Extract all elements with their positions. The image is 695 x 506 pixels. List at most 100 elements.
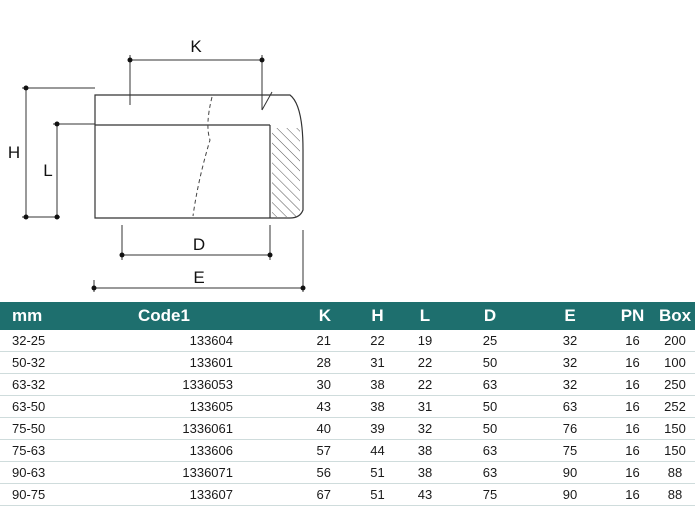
cell-d: 25 (450, 330, 530, 352)
cell-e: 90 (530, 483, 610, 506)
cell-box: 88 (655, 461, 695, 484)
cell-box: 252 (655, 395, 695, 418)
header-pn: PN (610, 302, 655, 330)
header-e: E (530, 302, 610, 330)
header-d: D (450, 302, 530, 330)
cell-mm: 90-75 (0, 483, 95, 506)
cell-box: 150 (655, 439, 695, 462)
cell-e: 63 (530, 395, 610, 418)
part-outline (94, 91, 304, 219)
cell-code: 1336053 (95, 373, 245, 396)
cell-k: 67 (245, 483, 355, 506)
cell-h: 38 (355, 373, 400, 396)
cell-mm: 32-25 (0, 330, 95, 352)
cell-h: 22 (355, 330, 400, 352)
cell-k: 56 (245, 461, 355, 484)
hatched-section (272, 128, 300, 217)
cell-d: 63 (450, 373, 530, 396)
dimension-d-label: D (193, 235, 205, 254)
header-code: Code1 (95, 302, 245, 330)
cell-mm: 90-63 (0, 461, 95, 484)
cell-pn: 16 (610, 330, 655, 352)
cell-h: 31 (355, 351, 400, 374)
cell-d: 50 (450, 351, 530, 374)
cell-code: 133605 (95, 395, 245, 418)
break-line (192, 96, 213, 217)
cell-pn: 16 (610, 483, 655, 506)
cell-mm: 75-50 (0, 417, 95, 440)
cell-mm: 63-50 (0, 395, 95, 418)
cell-e: 32 (530, 351, 610, 374)
header-k: K (245, 302, 355, 330)
cell-h: 44 (355, 439, 400, 462)
dimension-l-label: L (43, 161, 52, 180)
dimension-h (22, 85, 95, 220)
cell-pn: 16 (610, 373, 655, 396)
cell-mm: 75-63 (0, 439, 95, 462)
header-box: Box (655, 302, 695, 330)
cell-k: 43 (245, 395, 355, 418)
cell-box: 100 (655, 351, 695, 374)
header-h: H (355, 302, 400, 330)
cell-mm: 50-32 (0, 351, 95, 374)
cell-box: 200 (655, 330, 695, 352)
cell-l: 43 (400, 483, 450, 506)
cell-h: 39 (355, 417, 400, 440)
cell-l: 32 (400, 417, 450, 440)
cell-code: 1336071 (95, 461, 245, 484)
cell-pn: 16 (610, 417, 655, 440)
cell-pn: 16 (610, 395, 655, 418)
cell-d: 63 (450, 461, 530, 484)
cell-e: 75 (530, 439, 610, 462)
cell-code: 133606 (95, 439, 245, 462)
cell-code: 133607 (95, 483, 245, 506)
cell-mm: 63-32 (0, 373, 95, 396)
cell-k: 21 (245, 330, 355, 352)
cell-d: 50 (450, 395, 530, 418)
cell-d: 63 (450, 439, 530, 462)
cell-h: 38 (355, 395, 400, 418)
technical-drawing: K H L D E (8, 37, 306, 292)
dimension-e (91, 230, 306, 292)
cell-k: 40 (245, 417, 355, 440)
cell-h: 51 (355, 461, 400, 484)
cell-l: 38 (400, 461, 450, 484)
cell-e: 90 (530, 461, 610, 484)
cell-box: 250 (655, 373, 695, 396)
cell-l: 22 (400, 351, 450, 374)
cell-e: 32 (530, 373, 610, 396)
cell-l: 31 (400, 395, 450, 418)
cell-pn: 16 (610, 351, 655, 374)
dimension-d (119, 225, 273, 260)
cell-k: 57 (245, 439, 355, 462)
dimension-k (127, 55, 265, 110)
dimension-e-label: E (193, 268, 204, 287)
cell-pn: 16 (610, 439, 655, 462)
table-header-row: mm Code1 K H L D E PN Box (0, 302, 695, 330)
cell-e: 76 (530, 417, 610, 440)
cell-l: 38 (400, 439, 450, 462)
dimension-k-label: K (190, 37, 202, 56)
cell-code: 1336061 (95, 417, 245, 440)
dimension-h-label: H (8, 143, 20, 162)
cell-k: 28 (245, 351, 355, 374)
cell-k: 30 (245, 373, 355, 396)
header-l: L (400, 302, 450, 330)
cell-box: 88 (655, 483, 695, 506)
dimension-l (53, 121, 95, 220)
cell-code: 133601 (95, 351, 245, 374)
cell-l: 22 (400, 373, 450, 396)
cell-h: 51 (355, 483, 400, 506)
cell-box: 150 (655, 417, 695, 440)
cell-l: 19 (400, 330, 450, 352)
cell-e: 32 (530, 330, 610, 352)
